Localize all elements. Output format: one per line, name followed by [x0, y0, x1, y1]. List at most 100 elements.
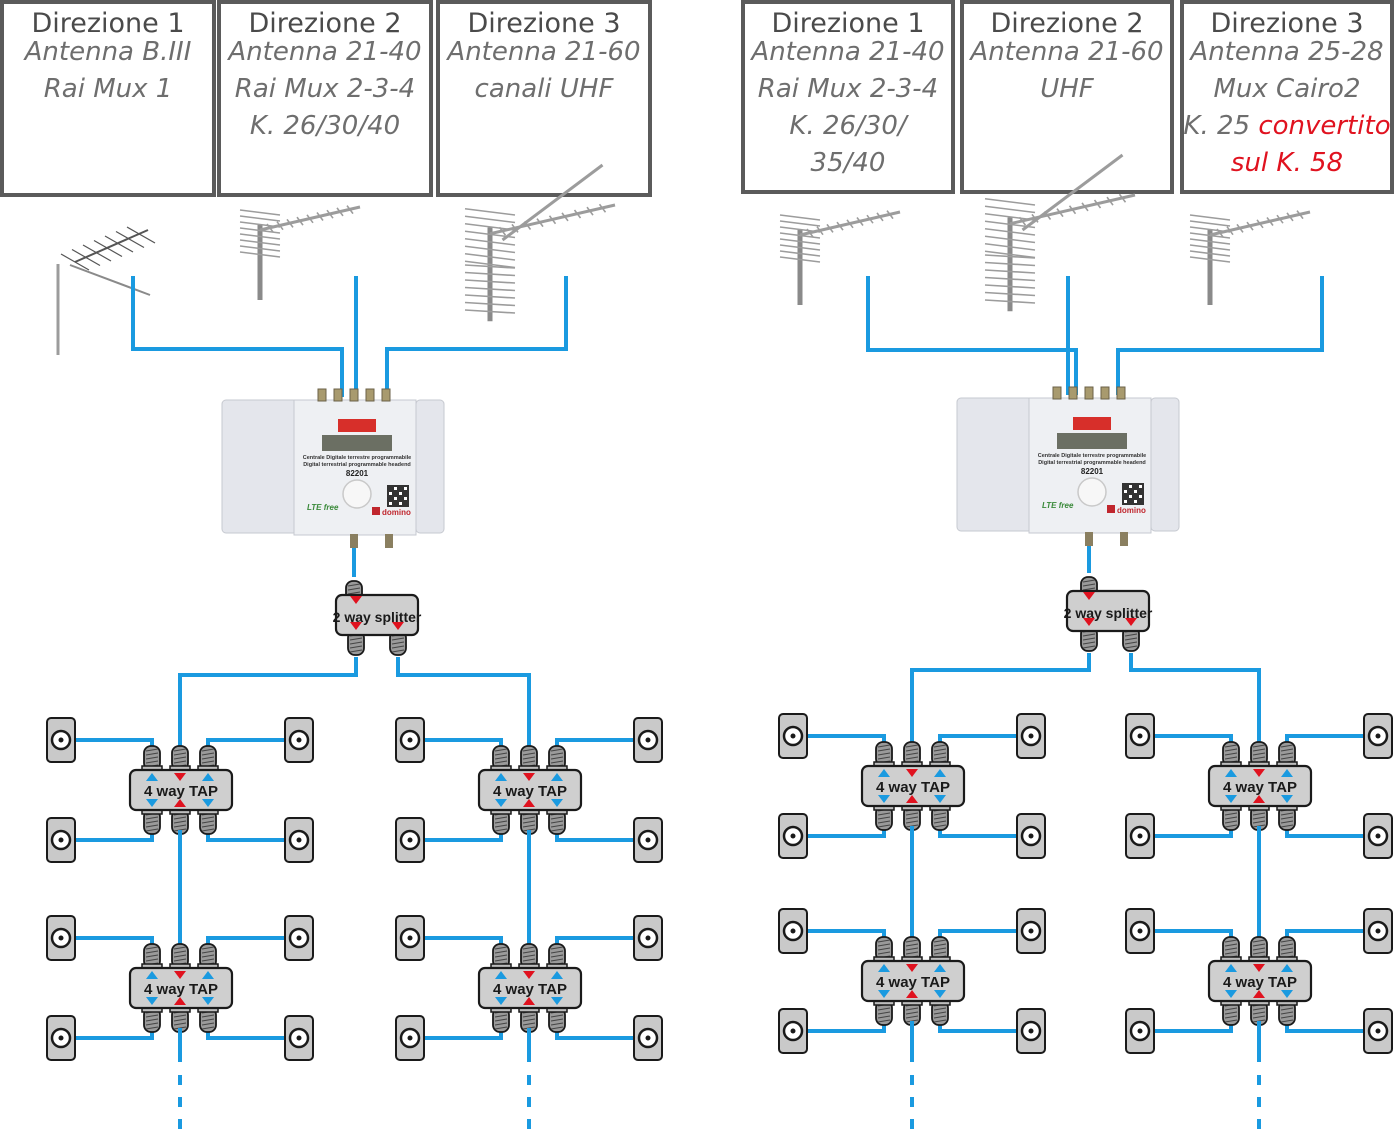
arrow-down-icon	[174, 773, 186, 781]
f-connector	[197, 807, 219, 835]
tv-wall-outlet	[1016, 813, 1046, 859]
input-connector	[333, 388, 343, 402]
f-connector	[197, 745, 219, 773]
input-connector	[1084, 386, 1094, 400]
arrow-down-icon	[551, 799, 563, 807]
f-connector	[546, 745, 568, 773]
control-knob	[342, 479, 372, 509]
f-connector	[490, 943, 512, 971]
tv-wall-outlet	[1016, 908, 1046, 954]
f-connector	[546, 1005, 568, 1033]
arrow-up-icon	[146, 773, 158, 781]
arrow-down-icon	[1225, 795, 1237, 803]
headend-left-cover	[221, 399, 298, 534]
f-connector	[141, 745, 163, 773]
input-connector	[381, 388, 391, 402]
input-connector	[1116, 386, 1126, 400]
input-connector	[1052, 386, 1062, 400]
four-way-tap: 4 way TAP	[46, 717, 314, 863]
tv-wall-outlet	[778, 1008, 808, 1054]
qr-code	[387, 485, 409, 507]
input-connector	[365, 388, 375, 402]
arrow-up-icon	[1281, 769, 1293, 777]
tv-wall-outlet	[633, 717, 663, 763]
arrow-up-icon	[1253, 795, 1265, 803]
arrow-up-icon	[202, 971, 214, 979]
domino-logo-mark	[372, 507, 380, 515]
tv-wall-outlet	[778, 713, 808, 759]
uhf-high-gain-antenna	[984, 153, 1136, 312]
f-connector	[873, 936, 895, 964]
arrow-down-icon	[350, 622, 362, 630]
f-connector	[873, 803, 895, 831]
arrow-down-icon	[1281, 795, 1293, 803]
f-connector	[1220, 936, 1242, 964]
f-connector	[873, 998, 895, 1026]
tv-wall-outlet	[284, 915, 314, 961]
direction-title: Direzione 1	[771, 8, 924, 39]
direction-box-frame	[960, 0, 1174, 194]
four-way-tap: 4 way TAP	[778, 908, 1046, 1054]
f-connector	[518, 745, 540, 773]
direction-detail-line: Rai Mux 1	[44, 74, 173, 104]
arrow-up-icon	[551, 971, 563, 979]
antenna-cables	[866, 276, 1324, 395]
arrow-down-icon	[878, 795, 890, 803]
arrow-up-icon	[1253, 990, 1265, 998]
domino-brand: domino	[1117, 506, 1146, 515]
f-connector	[546, 943, 568, 971]
tap-label: 4 way TAP	[876, 779, 950, 796]
direction-detail-line: Rai Mux 2-3-4	[758, 74, 938, 104]
arrow-down-icon	[495, 997, 507, 1005]
input-connector	[1100, 386, 1110, 400]
arrow-down-icon	[934, 990, 946, 998]
four-way-tap: 4 way TAP	[1125, 908, 1393, 1054]
arrow-down-icon	[551, 997, 563, 1005]
f-connector	[197, 1005, 219, 1033]
f-connector	[518, 943, 540, 971]
control-knob	[1077, 477, 1107, 507]
tap-label: 4 way TAP	[1223, 974, 1297, 991]
splitter-label: 2 way splitter	[333, 609, 422, 625]
headend-right-cover	[415, 399, 445, 534]
direction-detail-line: Antenna 21-40	[749, 37, 944, 67]
lte-free-logo: LTE free	[307, 503, 339, 512]
programmable-headend: Centrale Digitale terrestre programmabil…	[221, 388, 445, 548]
arrow-down-icon	[523, 773, 535, 781]
uhf-antenna	[779, 210, 901, 305]
input-connector	[1068, 386, 1078, 400]
f-connector	[929, 936, 951, 964]
tv-wall-outlet	[284, 1015, 314, 1061]
cable-branch-right	[396, 657, 531, 750]
uhf-antenna	[239, 205, 361, 300]
direction-detail-line: Antenna 21-40	[226, 37, 421, 67]
tv-wall-outlet	[1363, 713, 1393, 759]
direction-detail-line: sul K. 58	[1231, 148, 1343, 178]
arrow-up-icon	[146, 971, 158, 979]
four-way-tap: 4 way TAP	[1125, 713, 1393, 859]
f-connector	[490, 807, 512, 835]
tv-wall-outlet	[395, 915, 425, 961]
direction-title: Direzione 3	[467, 8, 620, 39]
arrow-up-icon	[523, 799, 535, 807]
arrow-up-icon	[523, 997, 535, 1005]
cable-branch-left	[178, 657, 358, 750]
arrow-down-icon	[934, 795, 946, 803]
tv-wall-outlet	[46, 1015, 76, 1061]
tv-wall-outlet	[284, 817, 314, 863]
four-way-tap: 4 way TAP	[395, 915, 663, 1061]
arrow-up-icon	[495, 971, 507, 979]
direction-title: Direzione 2	[248, 8, 401, 39]
tap-label: 4 way TAP	[1223, 779, 1297, 796]
programmable-headend: Centrale Digitale terrestre programmabil…	[956, 386, 1180, 546]
tv-wall-outlet	[46, 817, 76, 863]
headend-model-number: 82201	[346, 469, 369, 478]
direction-detail-line: Antenna B.III	[23, 37, 192, 67]
tap-label: 4 way TAP	[144, 783, 218, 800]
tap-label: 4 way TAP	[144, 981, 218, 998]
direction-detail-line: Rai Mux 2-3-4	[235, 74, 415, 104]
yagi-vhf-antenna	[56, 226, 156, 355]
